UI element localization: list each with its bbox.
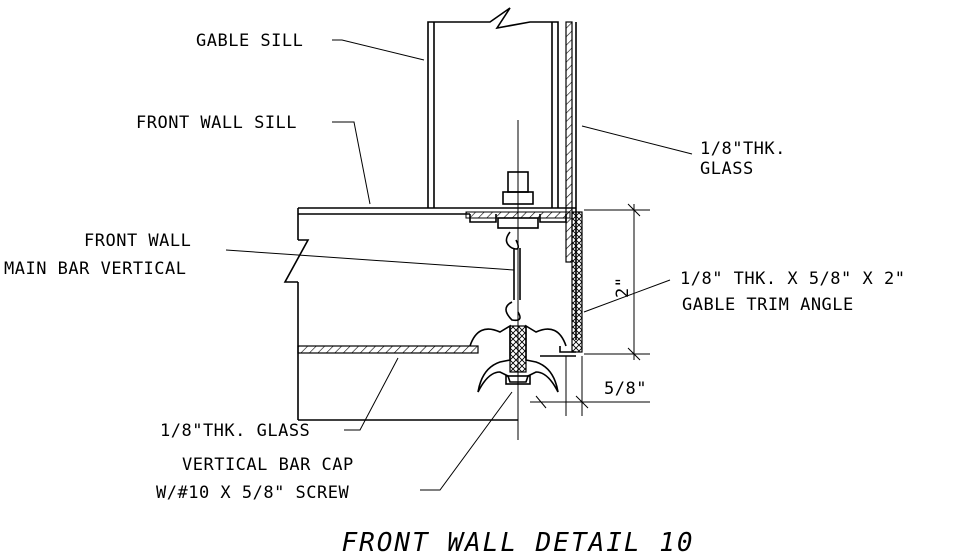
label-gable-sill: GABLE SILL bbox=[196, 31, 303, 51]
label-cap-line2: W/#10 X 5/8" SCREW bbox=[156, 483, 349, 503]
label-dim-width: 5/8" bbox=[604, 379, 647, 399]
dimension-2in bbox=[584, 203, 650, 361]
dimension-5-8in bbox=[530, 356, 650, 416]
label-main-bar-line2: MAIN BAR VERTICAL bbox=[4, 259, 187, 279]
label-glass-top-line2: GLASS bbox=[700, 159, 754, 179]
label-glass-top-line1: 1/8"THK. bbox=[700, 139, 786, 159]
label-cap-line1: VERTICAL BAR CAP bbox=[182, 455, 354, 475]
label-glass-bottom: 1/8"THK. GLASS bbox=[160, 421, 310, 441]
label-dim-height: 2" bbox=[613, 277, 633, 298]
glass-panel-horizontal bbox=[297, 345, 479, 354]
vertical-main-bar-assembly bbox=[469, 120, 567, 440]
gable-trim-angle bbox=[559, 211, 583, 353]
front-wall-sill bbox=[283, 207, 576, 421]
label-main-bar-line1: FRONT WALL bbox=[84, 231, 191, 251]
drawing-title: FRONT WALL DETAIL 10 bbox=[341, 528, 694, 555]
gable-sill-member bbox=[427, 7, 559, 208]
label-trim-angle-line2: GABLE TRIM ANGLE bbox=[682, 295, 854, 315]
leader-lines bbox=[225, 39, 693, 491]
label-trim-angle-line1: 1/8" THK. X 5/8" X 2" bbox=[680, 269, 905, 289]
label-front-wall-sill: FRONT WALL SILL bbox=[136, 113, 297, 133]
